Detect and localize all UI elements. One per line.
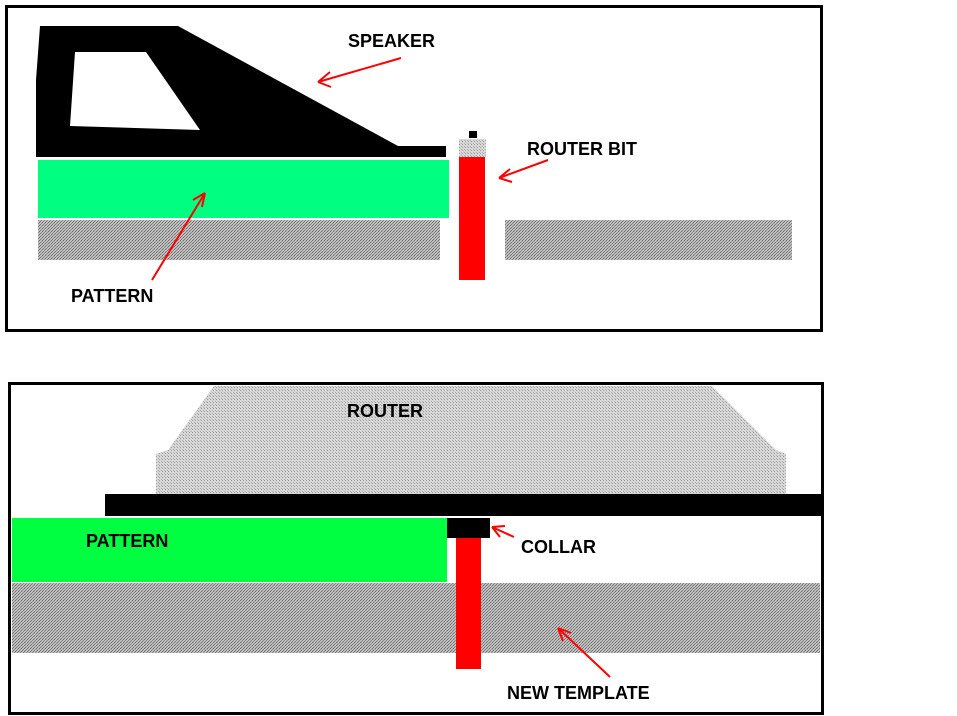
- router-bit: [456, 538, 481, 669]
- router-bit-arrow: [498, 159, 549, 183]
- stock-left: [38, 220, 440, 260]
- bottom-panel: ROUTER PATTERN COLLAR NEW TEMPLATE: [8, 382, 824, 715]
- arrows-bottom: [491, 525, 611, 678]
- pattern-board: [12, 518, 447, 582]
- new-template: [12, 583, 820, 653]
- collar-label: COLLAR: [521, 537, 596, 557]
- pattern-label-top: PATTERN: [71, 286, 153, 306]
- collar: [447, 518, 490, 538]
- pattern-arrow-top: [151, 192, 206, 281]
- speaker-shape: [36, 26, 446, 157]
- collar-arrow: [491, 525, 515, 538]
- bit-tip: [469, 131, 477, 138]
- router-base-plate: [105, 494, 821, 516]
- speaker-arrow: [317, 57, 402, 88]
- new-template-arrow: [557, 627, 611, 678]
- arrows-top: [151, 57, 549, 281]
- speaker-label: SPEAKER: [348, 31, 435, 51]
- stock-right: [505, 220, 792, 260]
- router-bit: [459, 157, 485, 280]
- router-bit-label: ROUTER BIT: [527, 139, 637, 159]
- bit-bearing: [459, 139, 486, 157]
- router-body: [156, 386, 786, 494]
- top-panel: SPEAKER ROUTER BIT PATTERN: [5, 5, 823, 332]
- router-label: ROUTER: [347, 401, 423, 421]
- new-template-label: NEW TEMPLATE: [507, 683, 650, 703]
- pattern-board: [38, 160, 449, 218]
- pattern-label-bottom: PATTERN: [86, 531, 168, 551]
